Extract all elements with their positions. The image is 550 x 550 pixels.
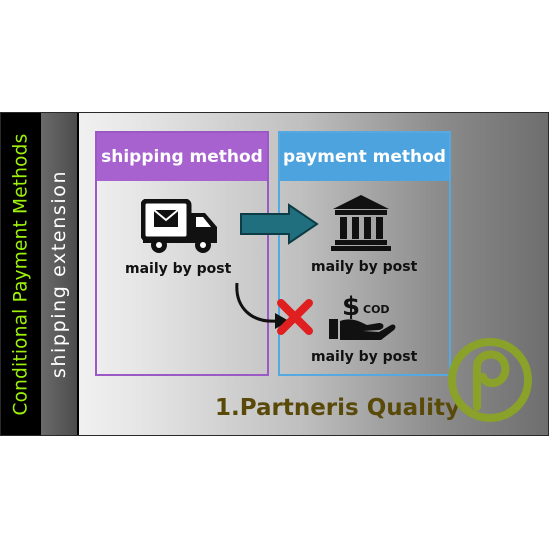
side-title: Conditional Payment Methods bbox=[10, 133, 32, 415]
side-title-wrap: Conditional Payment Methods bbox=[1, 113, 41, 435]
side-subtitle: shipping extension bbox=[48, 169, 70, 379]
truck-mail-icon bbox=[141, 199, 217, 253]
payment-method-header: payment method bbox=[280, 133, 449, 181]
bank-icon bbox=[331, 195, 391, 251]
svg-text:$: $ bbox=[342, 292, 360, 322]
shipping-option-label: maily by post bbox=[125, 261, 232, 277]
payment-cod-label: maily by post bbox=[311, 349, 418, 365]
payment-method-box: payment method bbox=[278, 131, 451, 376]
cod-hand-icon: $ bbox=[329, 292, 396, 340]
curved-arrow-icon bbox=[235, 282, 289, 329]
side-strip-gray bbox=[41, 113, 77, 435]
cod-badge: COD bbox=[363, 303, 390, 316]
partneris-logo-icon bbox=[448, 338, 532, 422]
side-subtitle-wrap: shipping extension bbox=[41, 113, 77, 435]
brand-quality-text: 1.Partneris Quality bbox=[215, 395, 460, 421]
cross-icon bbox=[277, 299, 313, 335]
shipping-method-box: shipping method bbox=[95, 131, 269, 376]
payment-bank-label: maily by post bbox=[311, 259, 418, 275]
arrow-right-icon bbox=[240, 203, 319, 245]
promo-banner: Conditional Payment Methods shipping ext… bbox=[0, 112, 549, 436]
shipping-method-header: shipping method bbox=[97, 133, 267, 181]
